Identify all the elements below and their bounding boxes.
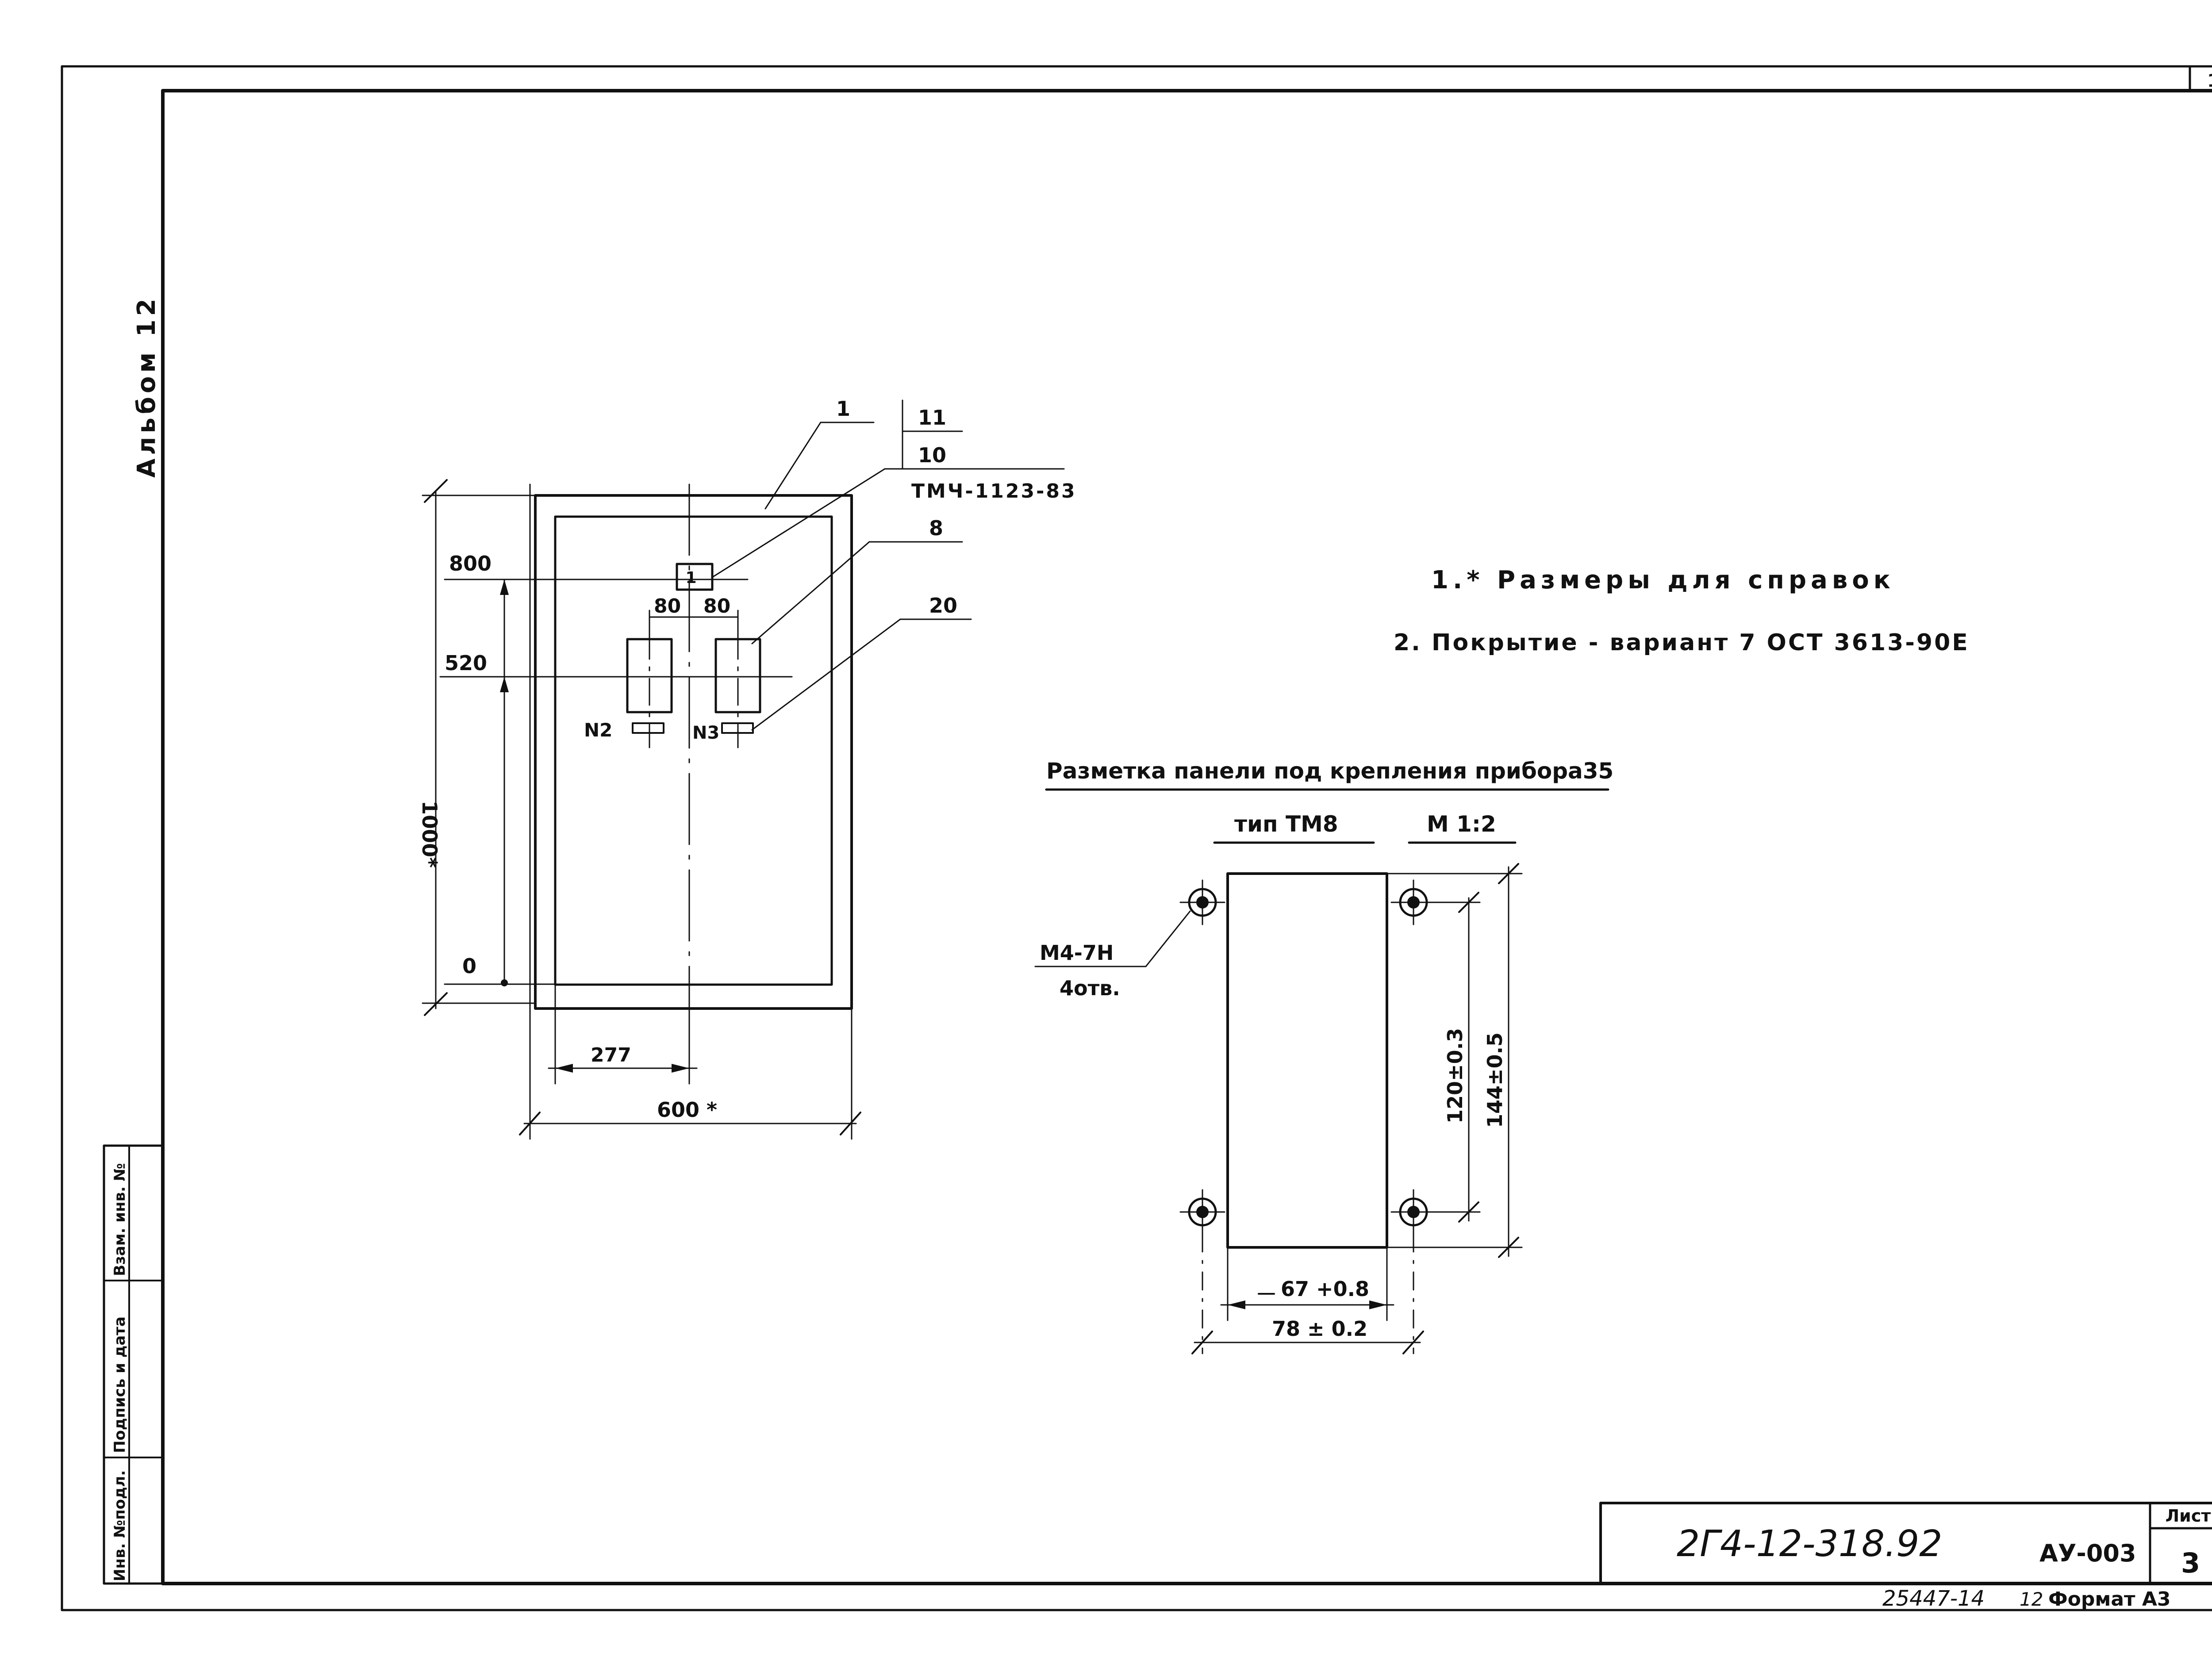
main-view: 1 N2 N3 80 80 1000* 800 520 0: [418, 397, 1077, 1140]
mounting-hole: [1179, 879, 1225, 925]
hole-label-thread: М4-7Н: [1040, 941, 1114, 965]
dim-600: 600 *: [657, 1098, 717, 1122]
callout-1-leader: [764, 422, 822, 510]
sheet-label: Лист: [2166, 1506, 2211, 1526]
inner-frame: [161, 89, 2212, 1585]
page-number-box: [2189, 65, 2212, 92]
archive-number: 25447-14: [1882, 1586, 1985, 1611]
callout-11: 11: [918, 406, 946, 430]
dim-arrow: [1369, 1300, 1387, 1309]
side-stamp-cell-replace: Взам. инв. №: [111, 1163, 129, 1276]
callout-10: 10: [918, 443, 946, 467]
hole-callout-leader: [1145, 910, 1191, 967]
detail-scale: М 1:2: [1427, 811, 1496, 837]
detail-view: Разметка панели под крепления прибора35 …: [1034, 758, 1613, 1354]
instrument-n2-label-plate: [632, 722, 664, 734]
sheet-frames: 11: [61, 65, 2212, 1611]
dim-tick: [1191, 1331, 1213, 1354]
level-axis-arrow: [500, 677, 509, 692]
dim-arrow: [672, 1064, 689, 1073]
callout-10-leader: [711, 468, 886, 578]
dim-144: 144±0.5: [1483, 1032, 1507, 1128]
dim-1000: 1000*: [418, 801, 442, 868]
sheet-code: АУ-003: [2039, 1539, 2136, 1567]
album-number: 12: [2020, 1588, 2043, 1610]
dim-tick: [1458, 1201, 1479, 1223]
mounting-hole: [1390, 879, 1436, 925]
dim-800: 800: [449, 552, 492, 575]
dim-tick: [1458, 892, 1479, 913]
sheet-number: 3: [2181, 1547, 2200, 1579]
callout-8: 8: [929, 516, 943, 540]
dim-520: 520: [445, 651, 487, 675]
callout-8-leader: [751, 541, 870, 644]
dim-arrow: [555, 1064, 573, 1073]
outer-frame: [61, 65, 2212, 1611]
dim-tick: [519, 1112, 541, 1135]
dim-78: 78 ± 0.2: [1272, 1317, 1367, 1341]
detail-type: тип ТМ8: [1234, 811, 1338, 837]
dim-277: 277: [591, 1044, 631, 1066]
dim-tick: [1498, 1237, 1519, 1258]
detail-title: Разметка панели под крепления прибора35: [1046, 758, 1613, 784]
panel-outer-edge: [534, 494, 853, 1010]
dim-tick: [424, 992, 448, 1016]
doc-code: 2Г4-12-318.92: [1677, 1523, 1942, 1565]
dim-80-left: 80: [654, 595, 681, 617]
dim-120: 120±0.3: [1443, 1028, 1467, 1124]
hole-label-count: 4отв.: [1060, 976, 1120, 1000]
dim-tick: [424, 479, 448, 503]
instrument-n3-label-plate: [721, 722, 754, 734]
dim-arrow: [1228, 1300, 1245, 1309]
callout-20-leader: [751, 618, 901, 731]
album-label: Альбом 12: [132, 295, 161, 478]
note-1: 1.* Размеры для справок: [1431, 566, 1895, 594]
mounting-hole: [1390, 1189, 1436, 1235]
note-2: 2. Покрытие - вариант 7 ОСТ 3613-90Е: [1394, 629, 1970, 656]
side-stamp: Инв. №подл. Подпись и дата Взам. инв. №: [103, 1144, 164, 1585]
panel-inner-edge: [554, 515, 833, 986]
dim-80-right: 80: [703, 595, 730, 617]
level-axis-arrow: [500, 579, 509, 595]
side-stamp-frame: [103, 1144, 164, 1585]
page-number: 11: [2207, 71, 2212, 91]
side-stamp-cell-inv: Инв. №подл.: [111, 1470, 129, 1581]
item-1-marker: 1: [685, 569, 696, 587]
dim-tick: [1498, 863, 1519, 884]
title-block: 2Г4-12-318.92 АУ-003 Лист 3: [1599, 1502, 2212, 1585]
dim-0: 0: [462, 954, 476, 978]
detail-cutout: [1226, 872, 1388, 1249]
side-stamp-cell-signature: Подпись и дата: [111, 1316, 129, 1453]
callout-1: 1: [836, 397, 850, 421]
label-n2: N2: [584, 719, 612, 741]
level-axis-origin: [501, 979, 508, 986]
label-n3: N3: [692, 723, 719, 743]
dim-tick: [840, 1112, 861, 1135]
footer: 25447-14 12 Формат А3: [1882, 1586, 2171, 1611]
notes: 1.* Размеры для справок 2. Покрытие - ва…: [1394, 566, 1970, 656]
title-block-frame: [1599, 1502, 2212, 1585]
callout-20: 20: [929, 594, 957, 617]
mounting-hole: [1179, 1189, 1225, 1235]
format-label: Формат А3: [2048, 1588, 2171, 1611]
callout-standard: ТМЧ-1123-83: [911, 480, 1077, 502]
dim-tick: [1402, 1331, 1424, 1354]
dim-67: 67 +0.8: [1281, 1277, 1369, 1301]
